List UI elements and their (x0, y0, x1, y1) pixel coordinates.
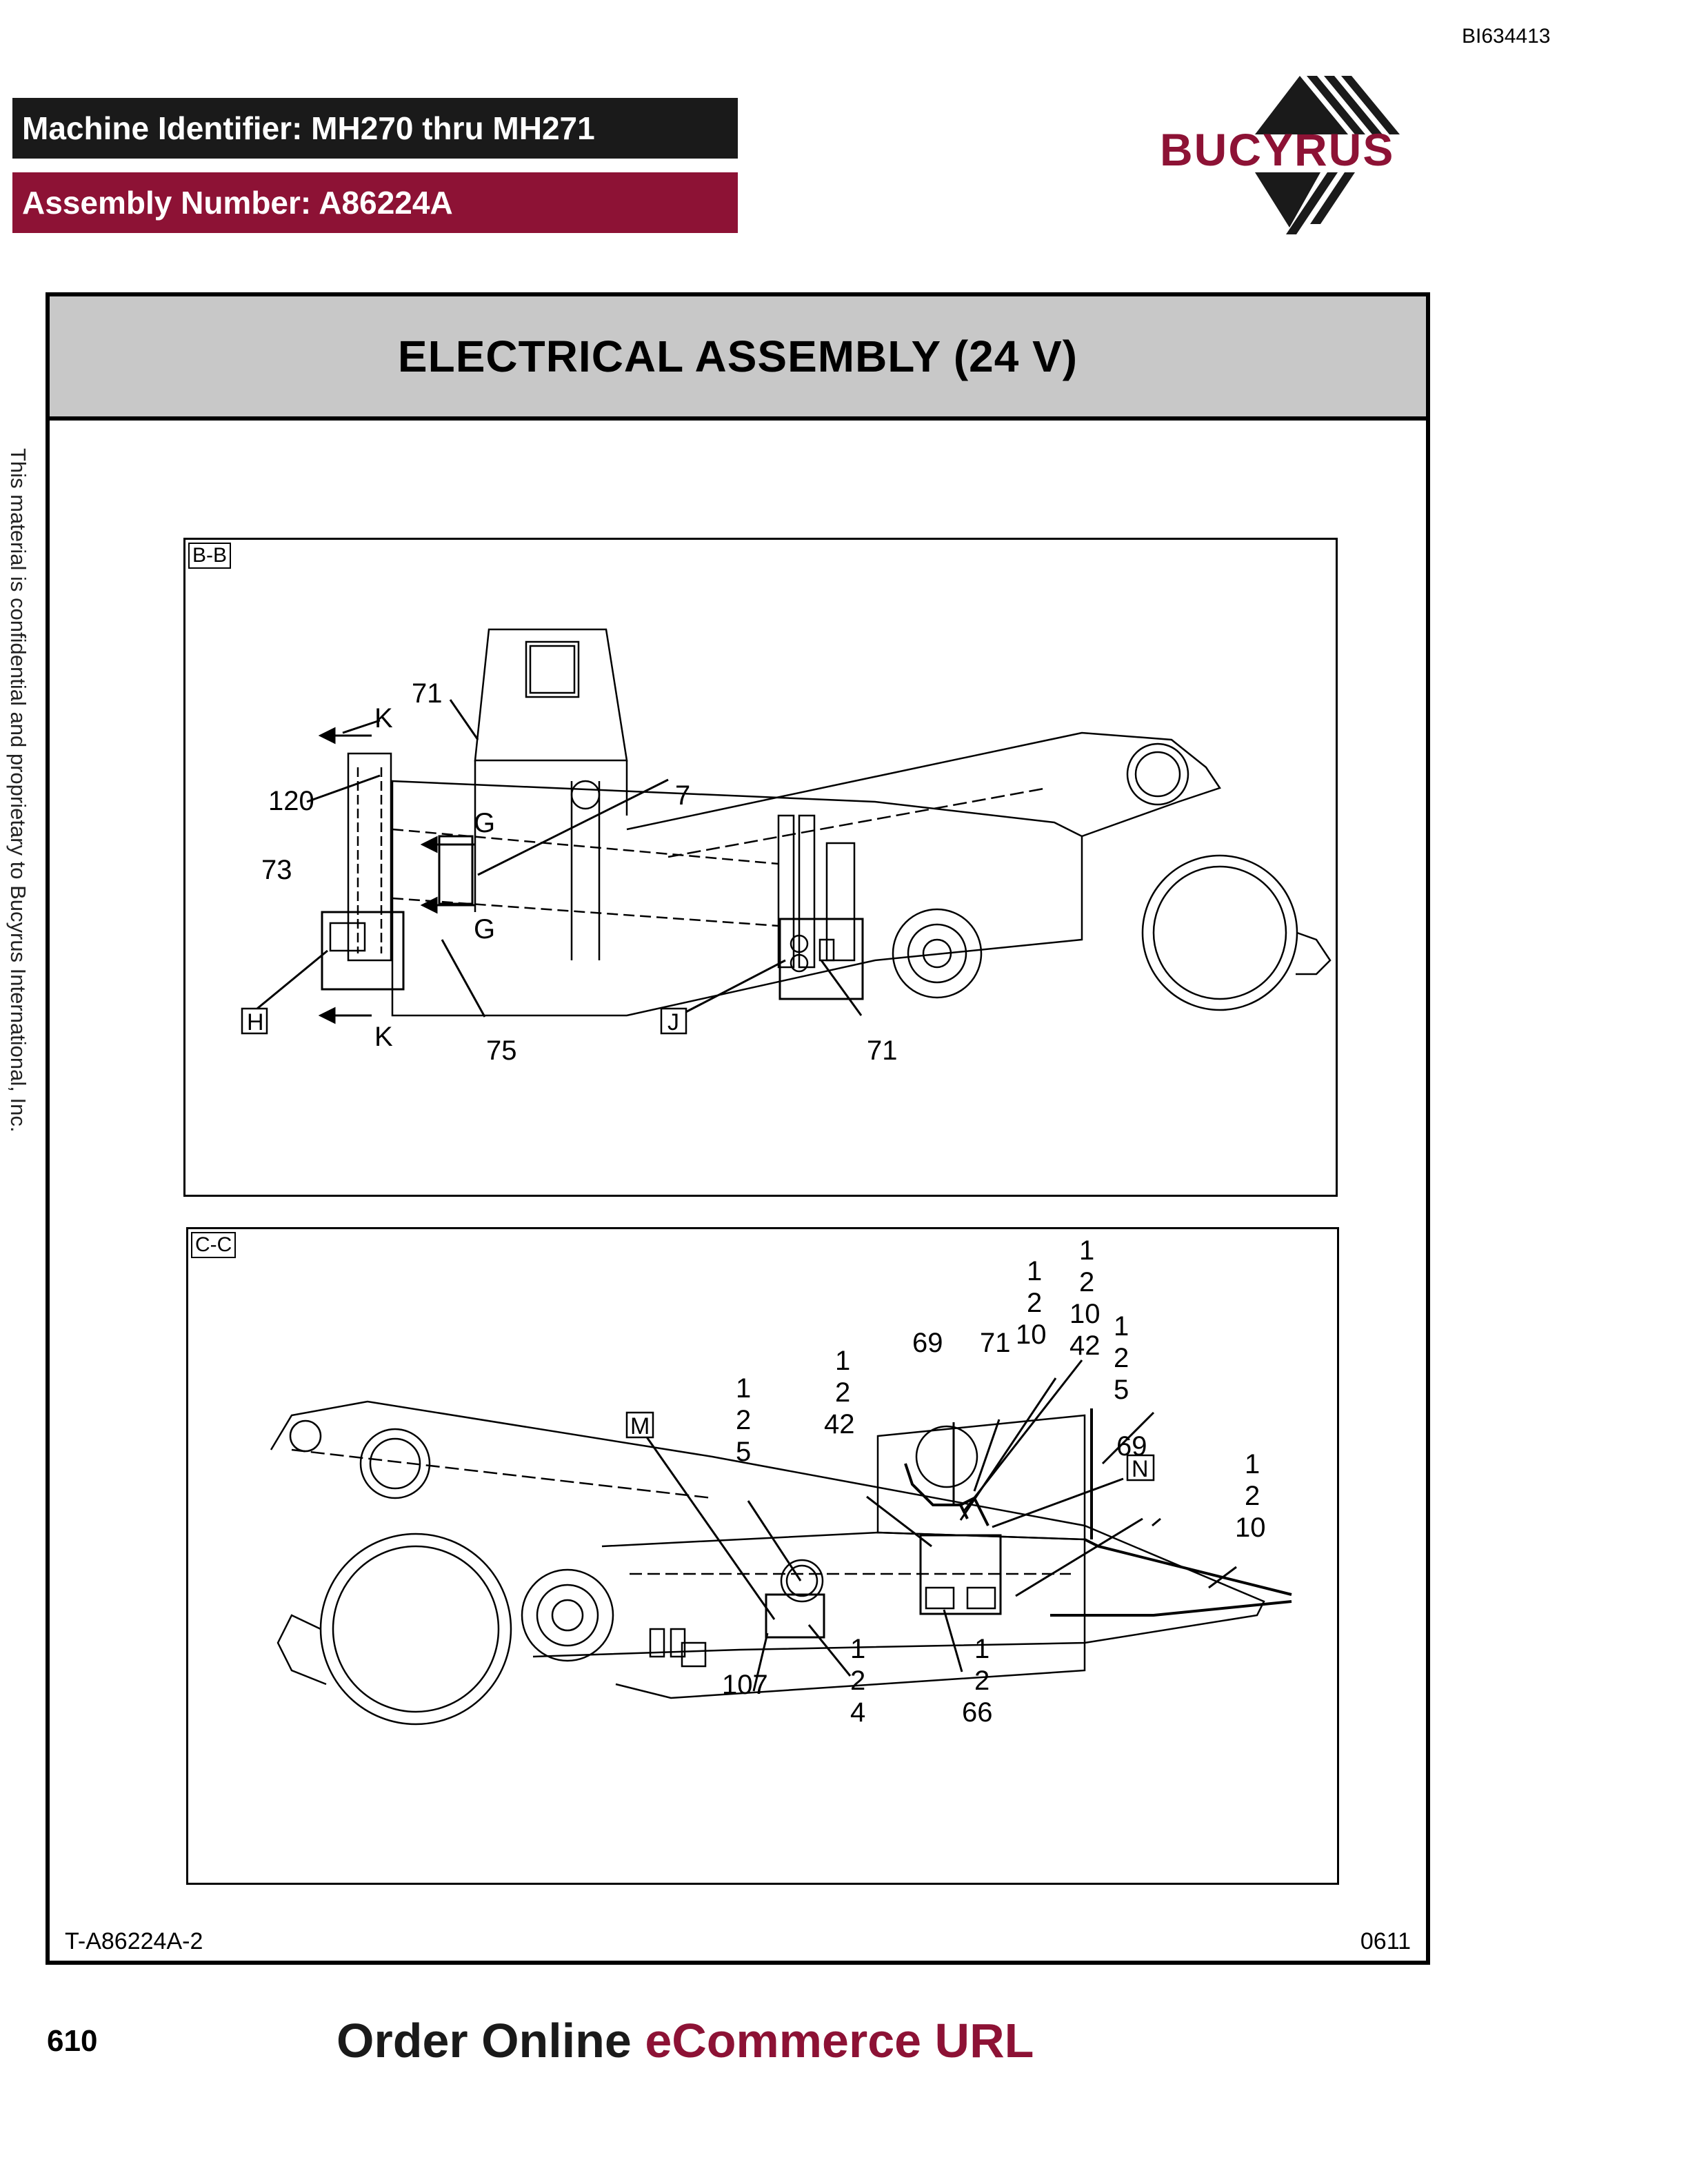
view-tag: B-B (188, 543, 232, 569)
callout-c14: 2 (835, 1377, 850, 1408)
view-c-c-drawing: 1 2 10 42 1 2 10 1 2 5 69 71 1 2 42 1 2 … (270, 1235, 1292, 1728)
drawing-number: T-A86224A-2 (65, 1928, 203, 1954)
callout-c24: 2 (850, 1666, 865, 1696)
callout-c1: 1 (1079, 1235, 1094, 1266)
boxed-label-m: M (630, 1413, 650, 1439)
callout-c4: 42 (1069, 1331, 1101, 1361)
callout-c22: 10 (1235, 1513, 1266, 1543)
callout-c12: 71 (980, 1328, 1011, 1358)
order-online-link[interactable]: Order Online eCommerce URL (336, 2013, 1034, 2068)
callout-c11: 69 (912, 1328, 943, 1358)
callout-g-bottom: G (474, 914, 495, 944)
view-b-b-drawing: 71 K 120 73 7 G G 75 K 71 H J (241, 628, 1332, 1066)
confidentiality-notice: This material is confidential and propri… (6, 448, 33, 1296)
drawing-frame: ELECTRICAL ASSEMBLY (24 V) B-B (46, 292, 1430, 1965)
revision-code: 0611 (1360, 1928, 1411, 1954)
callout-k-bottom: K (374, 1022, 393, 1052)
callout-c2: 2 (1079, 1267, 1094, 1297)
callout-c26: 107 (722, 1670, 768, 1700)
confidentiality-text: This material is confidential and propri… (6, 448, 30, 1133)
callout-c17: 2 (736, 1405, 751, 1435)
assembly-number-bar: Assembly Number: A86224A (12, 172, 738, 233)
callout-75: 75 (486, 1035, 517, 1066)
callout-c8: 1 (1114, 1311, 1129, 1342)
callout-c5: 1 (1027, 1256, 1042, 1286)
callout-c29: 66 (962, 1697, 993, 1728)
callout-71: 71 (412, 678, 443, 709)
callout-c10: 5 (1114, 1375, 1129, 1405)
callout-120: 120 (268, 786, 314, 816)
callout-71-right: 71 (867, 1035, 898, 1066)
bucyrus-logo: BUCYRUS (1160, 76, 1400, 234)
view-tag: C-C (191, 1232, 237, 1258)
callout-k-top: K (374, 703, 393, 734)
callout-c23: 1 (850, 1634, 865, 1664)
view-b-b: B-B (183, 538, 1338, 1197)
machine-identifier-bar: Machine Identifier: MH270 thru MH271 (12, 98, 738, 159)
callout-c18: 5 (736, 1437, 751, 1467)
callout-c9: 2 (1114, 1343, 1129, 1373)
ecommerce-url-text: eCommerce URL (645, 2014, 1034, 2067)
order-online-text: Order Online (336, 2014, 645, 2067)
callout-c13: 1 (835, 1346, 850, 1376)
callout-c3: 10 (1069, 1299, 1101, 1329)
callout-c20: 1 (1245, 1449, 1260, 1479)
callout-g-top: G (474, 808, 495, 838)
boxed-label-n: N (1132, 1456, 1149, 1482)
callout-c25: 4 (850, 1697, 865, 1728)
callout-c15: 42 (824, 1409, 855, 1439)
page-title: ELECTRICAL ASSEMBLY (24 V) (397, 332, 1078, 381)
callout-73: 73 (261, 855, 292, 885)
svg-text:BUCYRUS: BUCYRUS (1160, 124, 1394, 175)
callout-c27: 1 (974, 1634, 989, 1664)
callout-c28: 2 (974, 1666, 989, 1696)
title-band: ELECTRICAL ASSEMBLY (24 V) (50, 296, 1426, 421)
boxed-label-h: H (247, 1009, 264, 1035)
callout-c6: 2 (1027, 1288, 1042, 1318)
document-id: BI634413 (1462, 25, 1551, 48)
callout-7: 7 (675, 780, 690, 811)
page-number: 610 (47, 2024, 98, 2058)
callout-c21: 2 (1245, 1481, 1260, 1511)
view-c-c: C-C (186, 1227, 1339, 1885)
boxed-label-j: J (667, 1009, 679, 1035)
callout-c16: 1 (736, 1373, 751, 1404)
callout-c7: 10 (1016, 1320, 1047, 1350)
